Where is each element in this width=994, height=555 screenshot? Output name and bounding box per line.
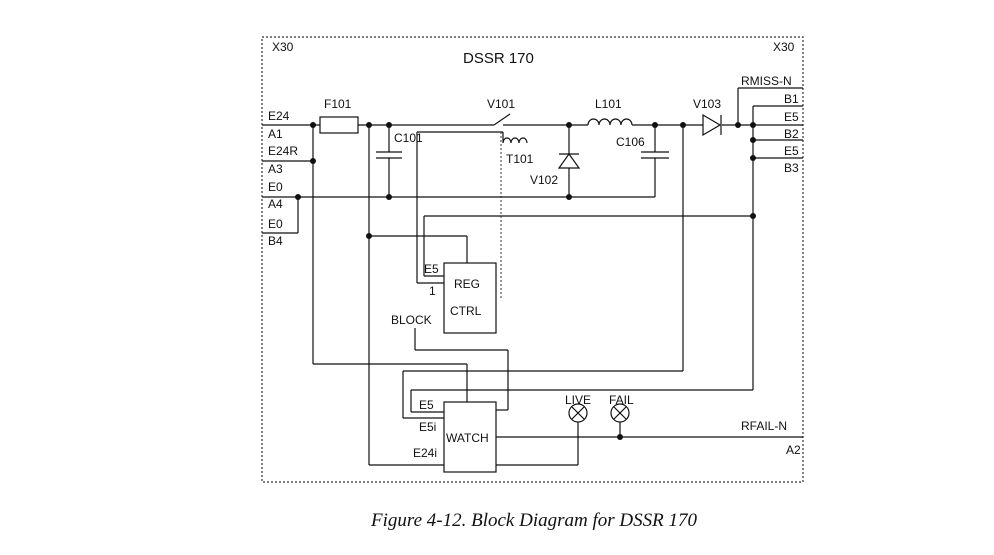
reg-ctrl-label-1: REG xyxy=(454,277,480,291)
pin-label-e0-a: E0 xyxy=(268,180,283,194)
reg-pin-e5: E5 xyxy=(424,262,439,276)
inductor-l101 xyxy=(587,118,633,126)
watch-pin-e5i: E5i xyxy=(419,420,436,434)
pin-label-b2: B2 xyxy=(784,127,799,141)
connector-label-right: X30 xyxy=(773,40,795,54)
inductor-l101-label: L101 xyxy=(595,97,622,111)
diagram-title: DSSR 170 xyxy=(463,50,534,67)
figure-caption: Figure 4-12. Block Diagram for DSSR 170 xyxy=(371,510,697,531)
diode-v102 xyxy=(557,125,581,197)
capacitor-c101-label: C101 xyxy=(394,131,423,145)
capacitor-c106 xyxy=(641,125,669,197)
diode-v102-label: V102 xyxy=(530,173,558,187)
pin-label-e5-a: E5 xyxy=(784,110,799,124)
right-pin-lines xyxy=(737,87,803,390)
live-lamp-label: LIVE xyxy=(565,393,591,407)
watch-pin-e5: E5 xyxy=(419,398,434,412)
watch-label: WATCH xyxy=(446,431,489,445)
transformer-t101 xyxy=(502,137,528,144)
pin-label-b1: B1 xyxy=(784,92,799,106)
reg-ctrl-block xyxy=(443,262,497,334)
diode-v103 xyxy=(702,113,722,137)
module-frame xyxy=(261,36,804,483)
diode-v103-label: V103 xyxy=(693,97,721,111)
junction-dots xyxy=(295,122,756,440)
live-lamp xyxy=(568,403,588,423)
watch-block xyxy=(443,401,497,473)
reg-pin-1: 1 xyxy=(429,284,436,298)
fuse-f101 xyxy=(319,116,359,134)
reg-pin-block: BLOCK xyxy=(391,313,432,327)
pin-label-a3: A3 xyxy=(268,162,283,176)
fail-lamp-label: FAIL xyxy=(609,393,634,407)
pin-label-e0-b: E0 xyxy=(268,217,283,231)
left-pin-lines xyxy=(262,124,320,234)
transformer-t101-label: T101 xyxy=(506,152,534,166)
fuse-f101-label: F101 xyxy=(324,97,352,111)
switch-v101-label: V101 xyxy=(487,97,515,111)
pin-label-a4: A4 xyxy=(268,197,283,211)
pin-label-e5-b: E5 xyxy=(784,144,799,158)
pin-label-rfail-n: RFAIL-N xyxy=(741,419,787,433)
capacitor-c101 xyxy=(376,125,402,197)
switch-v101 xyxy=(493,113,511,126)
pin-label-a1: A1 xyxy=(268,127,283,141)
watch-pin-e24i: E24i xyxy=(413,446,437,460)
capacitor-c106-label: C106 xyxy=(616,135,645,149)
pin-label-e24r: E24R xyxy=(268,144,298,158)
pin-label-e24: E24 xyxy=(268,109,290,123)
pin-label-b3: B3 xyxy=(784,161,799,175)
connector-label-left: X30 xyxy=(272,40,294,54)
reg-ctrl-label-2: CTRL xyxy=(450,304,482,318)
pin-label-b4: B4 xyxy=(268,234,283,248)
pin-label-rmiss-n: RMISS-N xyxy=(741,74,792,88)
pin-label-a2: A2 xyxy=(786,443,801,457)
fail-lamp xyxy=(610,403,630,423)
